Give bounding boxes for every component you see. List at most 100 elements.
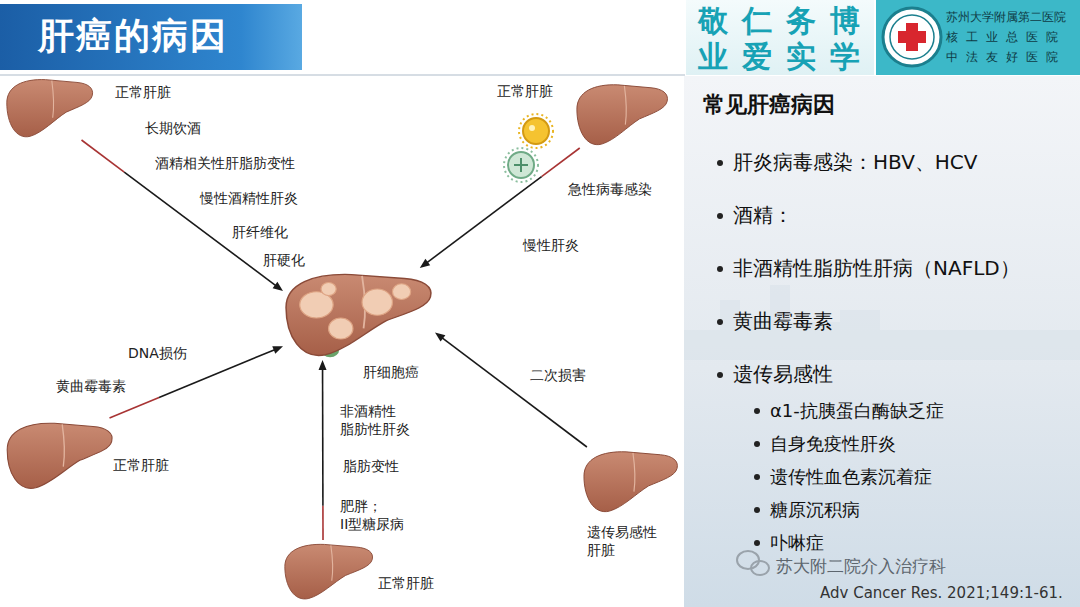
liver-shape — [286, 274, 431, 355]
virus-icon — [504, 148, 538, 182]
liver-label: 肝细胞癌 — [363, 363, 419, 381]
hospital-name: 中法友好医院 — [946, 50, 1066, 65]
motto: 敬仁务博 — [698, 2, 874, 40]
arrow-head — [420, 259, 430, 268]
genetic-item: 自身免疫性肝炎 — [770, 433, 896, 456]
ligament — [633, 453, 635, 492]
pathway-step: 肝硬化 — [263, 252, 305, 270]
ligament — [62, 424, 64, 466]
panel-heading: 常见肝癌病因 — [703, 91, 835, 119]
slide-title: 肝癌的病因 — [38, 13, 228, 58]
bullet-dot — [717, 213, 723, 219]
liver-node: 遗传易感性 肝脏 — [582, 447, 680, 515]
citation: Adv Cancer Res. 2021;149:1-61. — [820, 584, 1063, 603]
pathway-step: DNA损伤 — [128, 345, 187, 363]
pathway-step: 慢性肝炎 — [523, 237, 579, 255]
pathway-step: 脂肪变性 — [343, 458, 399, 476]
arrow-shaft-start — [110, 397, 160, 418]
liver-illustration — [283, 268, 435, 360]
liver-node: 正常肝脏 — [5, 418, 115, 492]
liver-node: 正常肝脏 — [5, 75, 95, 140]
hospital-emblem — [883, 8, 941, 66]
liver-illustration — [283, 540, 375, 602]
genetic-item: 卟啉症 — [770, 532, 824, 555]
pathway-step: 酒精相关性肝脂肪变性 — [155, 155, 295, 173]
arrow-shaft — [442, 338, 587, 447]
liver-shape — [584, 452, 677, 512]
virus-icon — [519, 114, 553, 148]
pathway-step: 慢性酒精性肝炎 — [200, 190, 298, 208]
pathway-arrow — [319, 360, 327, 540]
bullet-dot — [754, 441, 760, 447]
bullet-dot — [717, 372, 723, 378]
cause-item: 肝炎病毒感染：HBV、HCV — [733, 150, 978, 175]
cause-item: 黄曲霉毒素 — [733, 309, 833, 334]
liver-shape — [7, 80, 93, 137]
wechat-icon — [737, 551, 769, 575]
hospital-emblem-ring — [890, 15, 934, 59]
liver-illustration — [582, 447, 680, 515]
liver-label: 正常肝脏 — [497, 82, 553, 100]
bullet-dot — [717, 160, 723, 166]
genetic-item: 糖原沉积病 — [770, 499, 860, 522]
cause-item: 酒精： — [733, 203, 793, 228]
genetic-item: 遗传性血色素沉着症 — [770, 466, 932, 489]
watermark: 苏大附二院介入治疗科 — [776, 556, 946, 577]
ligament — [331, 545, 333, 580]
cause-item: 非酒精性脂肪性肝病（NAFLD） — [733, 256, 1020, 281]
cause-item: 遗传易感性 — [733, 362, 833, 387]
emblem-cross — [898, 31, 926, 43]
genetic-item: α1-抗胰蛋白酶缺乏症 — [770, 400, 944, 423]
arrow-shaft-start — [542, 148, 580, 177]
bullet-dot — [754, 540, 760, 546]
header-band — [0, 0, 1080, 75]
tumor-nodules — [300, 282, 411, 339]
liver-node: 正常肝脏 — [575, 80, 670, 148]
arrow-shaft — [322, 369, 324, 506]
arrow-head — [319, 360, 327, 370]
liver-shape — [7, 423, 112, 488]
pathway-step: 黄曲霉毒素 — [56, 378, 126, 396]
arrow-shaft-start — [322, 506, 324, 540]
title-banner — [0, 4, 302, 70]
liver-shape — [577, 85, 668, 145]
liver-illustration — [5, 75, 95, 140]
pathway-arrow — [420, 148, 580, 268]
liver-label: 正常肝脏 — [115, 83, 171, 101]
motto: 业爱实学 — [698, 38, 874, 76]
arrow-head — [272, 346, 283, 354]
ligament — [52, 81, 54, 118]
motto-panel — [686, 0, 874, 75]
right-panel — [684, 76, 1080, 607]
arrow-head — [435, 332, 445, 341]
liver-illustration — [5, 418, 115, 492]
pathway-step: 长期饮酒 — [145, 120, 201, 138]
skyline — [684, 285, 1080, 360]
liver-node: 正常肝脏 — [283, 540, 375, 602]
tumor-liver: 肝细胞癌 — [283, 268, 435, 360]
pathway-step: 非酒精性 脂肪性肝炎 — [340, 403, 410, 438]
bullet-dot — [754, 507, 760, 513]
bullet-dot — [754, 474, 760, 480]
hospital-name: 核工业总医院 — [946, 30, 1066, 45]
pathway-step: 二次损害 — [530, 367, 586, 385]
liver-illustration — [575, 80, 670, 148]
pathway-step: 急性病毒感染 — [568, 181, 652, 199]
bullet-dot — [754, 408, 760, 414]
pathway-step: 肝纤维化 — [232, 224, 288, 242]
hospital-name: 苏州大学附属第二医院 — [946, 10, 1066, 25]
logo-panel — [876, 0, 1080, 75]
liver-label: 正常肝脏 — [378, 574, 434, 592]
liver-shape — [285, 544, 373, 599]
liver-label: 遗传易感性 肝脏 — [587, 523, 657, 559]
liver-label: 正常肝脏 — [113, 456, 169, 474]
header-rule — [0, 74, 685, 76]
arrow-head — [273, 282, 283, 291]
ligament — [624, 86, 626, 125]
bullet-dot — [717, 319, 723, 325]
arrow-shaft-start — [82, 140, 125, 172]
pathway-arrow — [435, 332, 587, 447]
pathway-step: 肥胖； II型糖尿病 — [340, 498, 404, 533]
bullet-dot — [717, 266, 723, 272]
